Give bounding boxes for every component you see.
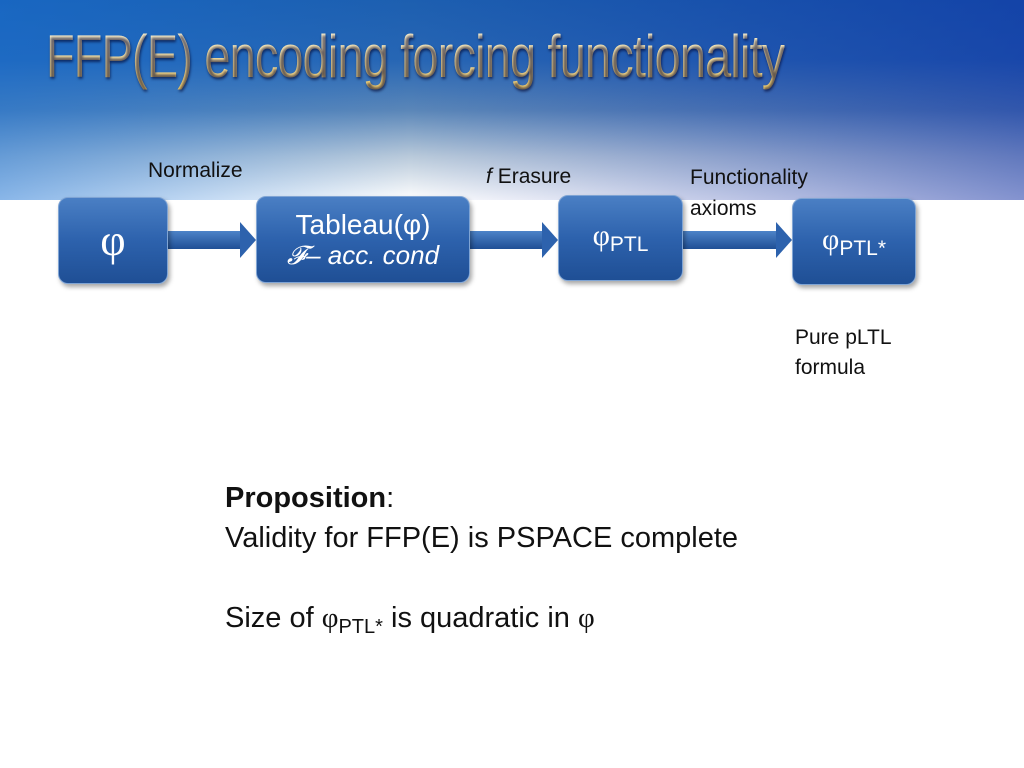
tableau-acc-cond: 𝓕– acc. cond: [286, 239, 440, 270]
proposition-statement: Validity for FFP(E) is PSPACE complete: [225, 522, 739, 554]
node-phi-ptl: φPTL: [558, 195, 683, 281]
phi-symbol: φ: [592, 219, 610, 252]
erasure-text: Erasure: [497, 165, 572, 188]
slide-title: FFP(E) encoding forcing functionality: [46, 23, 785, 90]
edge-label-functionality: Functionality axioms: [690, 162, 808, 224]
proposition-heading: Proposition: [225, 482, 387, 514]
phi-symbol: φ: [321, 602, 339, 634]
phi-symbol: φ: [577, 602, 595, 634]
ptl-subscript: PTL: [609, 233, 649, 256]
note-pure-pltl: Pure pLTL formula: [795, 323, 892, 383]
tableau-title: Tableau(φ): [295, 208, 431, 240]
size-suffix: is quadratic in: [382, 602, 578, 634]
functionality-line2: axioms: [690, 197, 757, 220]
f-symbol: f: [486, 165, 492, 188]
note-line2: formula: [795, 356, 866, 379]
arrow-functionality: [679, 222, 792, 258]
ptl-star-subscript: PTL*: [839, 236, 886, 260]
edge-label-normalize: Normalize: [148, 159, 243, 182]
node-phi: φ: [58, 197, 168, 284]
arrow-normalize: [164, 222, 256, 258]
node-phi-label: φ: [100, 216, 126, 265]
edge-label-erasure: f Erasure: [486, 165, 571, 189]
proposition-block: Proposition: Validity for FFP(E) is PSPA…: [225, 478, 738, 647]
header-background-overlay: [0, 0, 1024, 200]
functionality-line1: Functionality: [690, 166, 808, 189]
colon: :: [386, 482, 395, 514]
ptl-star-subscript: PTL*: [338, 616, 383, 638]
phi-symbol: φ: [821, 222, 840, 256]
note-line1: Pure pLTL: [795, 326, 892, 349]
node-phi-ptl-star: φPTL*: [792, 198, 916, 285]
node-tableau: Tableau(φ)𝓕– acc. cond: [256, 196, 470, 283]
size-prefix: Size of: [225, 602, 322, 634]
size-statement: Size of φPTL* is quadratic in φ: [225, 598, 738, 647]
arrow-erasure: [467, 222, 558, 258]
